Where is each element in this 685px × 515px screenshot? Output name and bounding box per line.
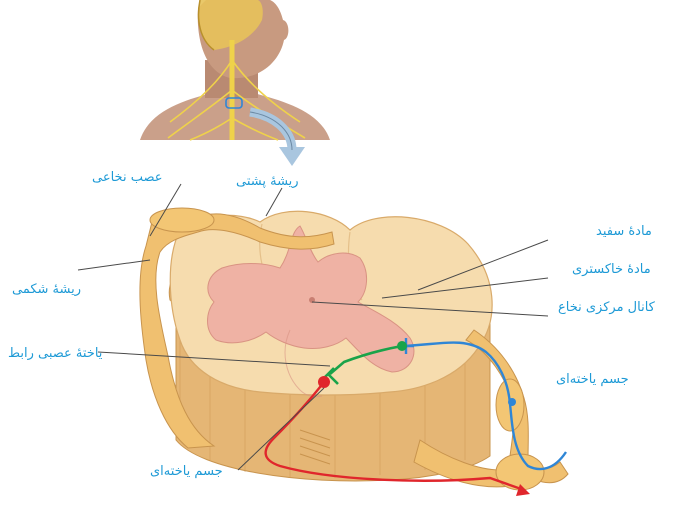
label-spinal-nerve: عصب نخاعی: [92, 170, 163, 186]
label-cell-body-sensory: جسم یاخته‌ای: [556, 372, 629, 388]
label-white-matter: مادهٔ سفید: [596, 224, 652, 240]
spinal-cord-section: [169, 211, 492, 481]
label-central-canal: کانال مرکزی نخاع: [558, 300, 655, 316]
label-dorsal-root: ریشهٔ پشتی: [236, 174, 299, 190]
label-gray-matter: مادهٔ خاکستری: [572, 262, 651, 278]
human-torso-illustration: [140, 0, 330, 140]
label-interneuron: یاختهٔ عصبی رابط: [8, 346, 102, 362]
label-cell-body-motor: جسم یاخته‌ای: [150, 464, 223, 480]
label-ventral-root: ریشهٔ شکمی: [12, 282, 81, 298]
